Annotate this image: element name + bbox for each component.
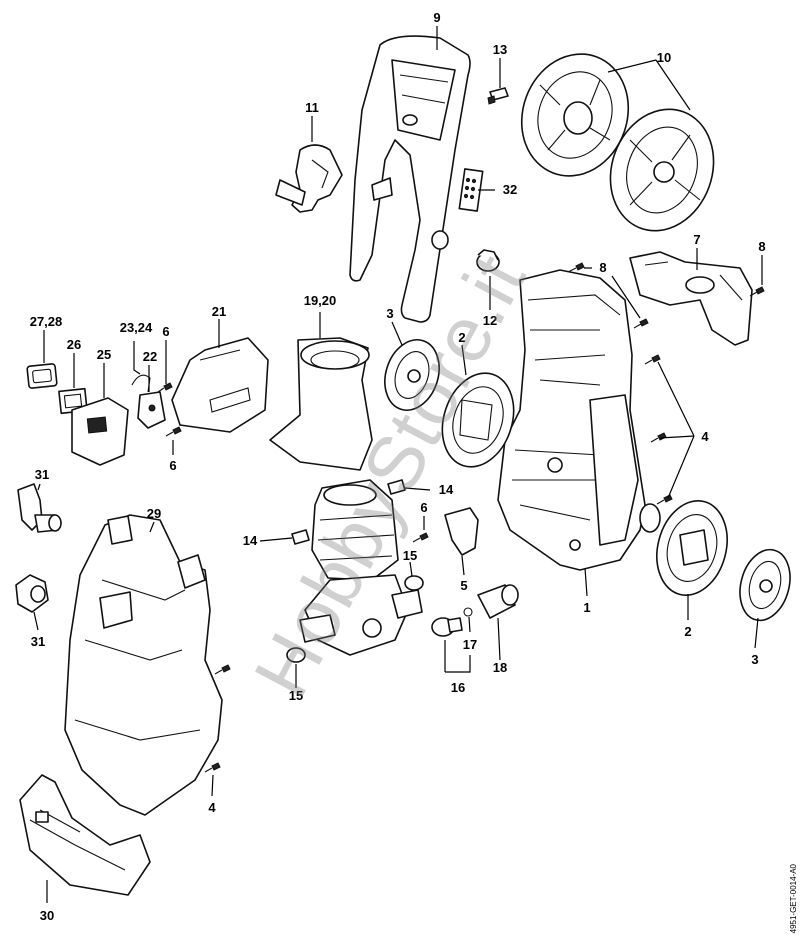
part-button-cap: [26, 363, 58, 389]
part-clip: [487, 87, 509, 105]
callout-8-right: 8: [758, 239, 765, 254]
callout-25: 25: [97, 347, 111, 362]
callout-27-28: 27,28: [30, 314, 63, 329]
callout-3-left: 3: [386, 306, 393, 321]
part-connector-31-top: [17, 483, 62, 533]
part-screws-4-left: [204, 664, 231, 773]
part-connector-31-bottom: [15, 574, 49, 613]
callout-26: 26: [67, 337, 81, 352]
part-connectors: [431, 584, 519, 637]
callout-14-right: 14: [439, 482, 454, 497]
callout-13: 13: [493, 42, 507, 57]
part-switch-cover: [171, 337, 269, 433]
callout-22: 22: [143, 349, 157, 364]
part-hubcap-left: [384, 339, 440, 411]
callout-16: 16: [451, 680, 465, 695]
callout-15-left: 15: [289, 688, 303, 703]
part-front-shell: [64, 514, 223, 816]
part-hose-reel: [520, 53, 715, 232]
callout-9: 9: [433, 10, 440, 25]
part-switch-housing: [71, 397, 129, 466]
part-main-housing: [497, 269, 646, 571]
part-screws-6: [157, 382, 429, 543]
callout-17: 17: [463, 637, 477, 652]
part-label-plate: [458, 168, 484, 212]
callout-18: 18: [493, 660, 507, 675]
callout-21: 21: [212, 304, 226, 319]
callout-29: 29: [147, 506, 161, 521]
part-hubcap-right: [739, 548, 791, 622]
callout-30: 30: [40, 908, 54, 923]
callout-8-middle: 8: [599, 260, 606, 275]
callout-11: 11: [305, 100, 319, 115]
callout-7: 7: [693, 232, 700, 247]
part-motor-shroud: [269, 337, 373, 471]
callout-6-top: 6: [162, 324, 169, 339]
callout-5: 5: [460, 578, 467, 593]
callout-3-right: 3: [751, 652, 758, 667]
part-knob: [476, 249, 500, 272]
callout-31-bottom: 31: [31, 634, 45, 649]
callout-6-bottom: 6: [169, 458, 176, 473]
callout-32: 32: [503, 182, 517, 197]
callout-12: 12: [483, 313, 497, 328]
callout-15-right: 15: [403, 548, 417, 563]
part-handle-frame: [349, 35, 471, 323]
callout-2-left: 2: [458, 330, 465, 345]
part-hose-guide: [629, 251, 753, 346]
part-plugs: [286, 575, 424, 663]
part-switch-wiring: [131, 374, 166, 429]
part-screws-4-right: [644, 354, 673, 505]
document-id: 4951-GET-0014-A0: [789, 863, 798, 933]
callout-2-right: 2: [684, 624, 691, 639]
callout-23-24: 23,24: [120, 320, 153, 335]
part-wheel-right: [639, 500, 728, 596]
callout-1: 1: [583, 600, 590, 615]
callout-6-middle: 6: [420, 500, 427, 515]
callout-14-left: 14: [243, 533, 258, 548]
leader-lines: [33, 26, 763, 903]
callout-19-20: 19,20: [304, 293, 337, 308]
part-bracket: [444, 507, 479, 556]
part-hook: [275, 144, 343, 213]
callout-4-right: 4: [701, 429, 709, 444]
callout-31-top: 31: [35, 467, 49, 482]
part-wheel-left: [441, 372, 515, 468]
callout-4-left: 4: [208, 800, 216, 815]
part-base-tray: [19, 774, 151, 896]
callout-labels: 9 13 10 11 32 7 8 8 12 27,28 26 25 23,24…: [30, 10, 766, 923]
callout-10: 10: [657, 50, 671, 65]
part-motor-pump: [299, 479, 423, 656]
part-clips: [291, 479, 406, 545]
